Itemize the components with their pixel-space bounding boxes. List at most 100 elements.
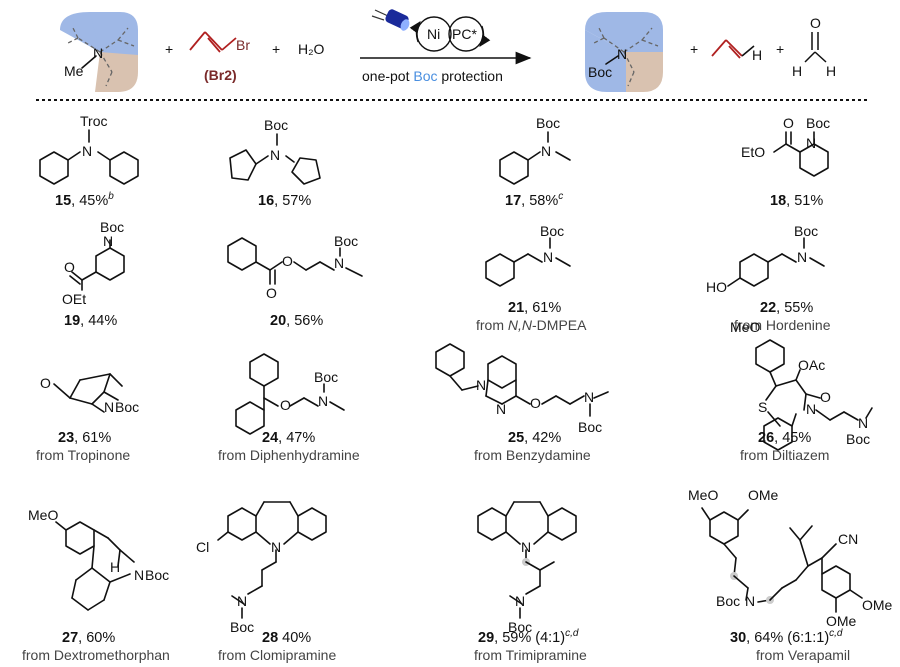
cn-30: CN bbox=[838, 531, 858, 547]
plus-sign-4: + bbox=[776, 41, 784, 57]
n-21: N bbox=[543, 249, 553, 265]
carbonyl-o-26: O bbox=[820, 389, 831, 405]
boc-26: Boc bbox=[846, 431, 870, 447]
boc-25: Boc bbox=[578, 419, 602, 435]
bromine-atom: Br bbox=[236, 37, 250, 53]
label-22: 22, 55% bbox=[760, 300, 813, 316]
compound-28: Cl N N Boc bbox=[196, 501, 327, 635]
compound-29: N N Boc bbox=[477, 501, 577, 635]
s-26: S bbox=[758, 399, 767, 415]
water-label: H₂O bbox=[298, 41, 325, 57]
label-30: 30, 64% (6:1:1)c,d bbox=[730, 628, 843, 646]
ho-22: HO bbox=[706, 279, 727, 295]
n-17: N bbox=[541, 143, 551, 159]
boc-20: Boc bbox=[334, 233, 358, 249]
source-21: from N,N-DMPEA bbox=[476, 317, 587, 333]
eto-18: EtO bbox=[741, 144, 765, 160]
compound-18: O EtO N Boc bbox=[741, 115, 830, 177]
boc-30: Boc bbox=[716, 593, 740, 609]
compound-22: HO N Boc bbox=[706, 223, 825, 295]
substrate-amine: Me N bbox=[60, 12, 138, 92]
n2-29: N bbox=[515, 593, 525, 609]
reaction-conditions: Ni PC* one-pot Boc protection bbox=[360, 9, 532, 84]
label-15: 15, 45%b bbox=[55, 191, 114, 209]
source-25: from Benzydamine bbox=[474, 447, 591, 463]
boc-22: Boc bbox=[794, 223, 818, 239]
propene: H bbox=[711, 39, 762, 63]
o-24: O bbox=[280, 397, 291, 413]
source-27: from Dextromethorphan bbox=[22, 647, 170, 663]
boc-29: Boc bbox=[508, 619, 532, 635]
ome2-30: OMe bbox=[862, 597, 893, 613]
source-26: from Diltiazem bbox=[740, 447, 829, 463]
meo-26: MeO bbox=[730, 319, 760, 335]
n1-29: N bbox=[521, 539, 531, 555]
compound-26: MeO OAc O S N N Boc bbox=[730, 319, 873, 451]
o-19: O bbox=[64, 259, 75, 275]
boc-28: Boc bbox=[230, 619, 254, 635]
formaldehyde-h1: H bbox=[792, 63, 802, 79]
boc-17: Boc bbox=[536, 115, 560, 131]
boc-16: Boc bbox=[264, 117, 288, 133]
plus-sign-3: + bbox=[690, 41, 698, 57]
formaldehyde-oxygen: O bbox=[810, 15, 821, 31]
troc-15: Troc bbox=[80, 113, 107, 129]
n1-26: N bbox=[806, 401, 816, 417]
cl-28: Cl bbox=[196, 539, 209, 555]
vinyl-bromide: Br (Br2) bbox=[189, 31, 250, 83]
label-17: 17, 58%c bbox=[505, 191, 563, 209]
product-boc: Boc bbox=[588, 64, 612, 80]
label-18: 18, 51% bbox=[770, 193, 823, 209]
o-23: O bbox=[40, 375, 51, 391]
compound-16: N Boc bbox=[229, 117, 321, 185]
condition-text: one-pot Boc protection bbox=[362, 68, 503, 84]
boc-23: Boc bbox=[115, 399, 139, 415]
n1-25: N bbox=[476, 377, 486, 393]
label-23: 23, 61% bbox=[58, 430, 111, 446]
n-18: N bbox=[806, 135, 816, 151]
n1-28: N bbox=[271, 539, 281, 555]
product-nitrogen: N bbox=[617, 46, 627, 62]
oet-19: OEt bbox=[62, 291, 86, 307]
source-30: from Verapamil bbox=[756, 647, 850, 663]
lamp-icon bbox=[371, 9, 410, 31]
meo1-30: MeO bbox=[688, 487, 718, 503]
label-19: 19, 44% bbox=[64, 313, 117, 329]
nickel-catalyst: Ni bbox=[427, 26, 440, 42]
source-28: from Clomipramine bbox=[218, 647, 336, 663]
label-25: 25, 42% bbox=[508, 430, 561, 446]
label-29: 29, 59% (4:1)c,d bbox=[478, 628, 579, 646]
plus-sign-2: + bbox=[272, 41, 280, 57]
formaldehyde: O H H bbox=[792, 15, 836, 79]
carbonyl-o-20: O bbox=[266, 285, 277, 301]
compound-24: O N Boc bbox=[235, 353, 345, 435]
n-23: N bbox=[104, 399, 114, 415]
compound-20: O O N Boc bbox=[227, 233, 363, 301]
plus-sign-1: + bbox=[165, 41, 173, 57]
label-20: 20, 56% bbox=[270, 313, 323, 329]
ome3-30: OMe bbox=[826, 613, 857, 629]
reagent-label: (Br2) bbox=[204, 67, 237, 83]
n-20: N bbox=[334, 255, 344, 271]
nitrogen-label: N bbox=[93, 45, 103, 61]
label-24: 24, 47% bbox=[262, 430, 315, 446]
label-27: 27, 60% bbox=[62, 630, 115, 646]
label-16: 16, 57% bbox=[258, 193, 311, 209]
source-29: from Trimipramine bbox=[474, 647, 587, 663]
product-carbamate: Boc N bbox=[585, 12, 663, 92]
compound-30: MeO OMe CN OMe OMe Boc N bbox=[688, 487, 893, 629]
n2-26: N bbox=[858, 415, 868, 431]
compound-27: MeO H N Boc bbox=[28, 507, 169, 611]
o-20: O bbox=[282, 253, 293, 269]
n-19: N bbox=[103, 233, 113, 249]
label-21: 21, 61% bbox=[508, 300, 561, 316]
ome1-30: OMe bbox=[748, 487, 779, 503]
boc-27: Boc bbox=[145, 567, 169, 583]
meo-27: MeO bbox=[28, 507, 58, 523]
compound-23: O N Boc bbox=[40, 373, 139, 415]
n-24: N bbox=[318, 393, 328, 409]
boc-18: Boc bbox=[806, 115, 830, 131]
compound-19: O OEt N Boc bbox=[62, 219, 125, 307]
n-22: N bbox=[797, 249, 807, 265]
